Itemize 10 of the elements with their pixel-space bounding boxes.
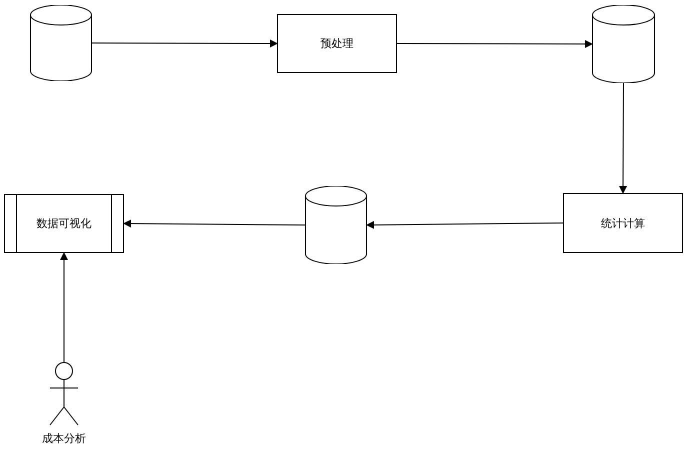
actor-label: 成本分析: [42, 431, 86, 446]
arrow: [60, 252, 68, 362]
arrow: [366, 220, 564, 229]
subprocess-box: 数据可视化: [4, 194, 124, 253]
process-box: 预处理: [277, 14, 397, 73]
arrow: [123, 220, 306, 228]
process-box: 统计计算: [563, 193, 683, 253]
arrow: [92, 39, 278, 48]
arrow: [396, 40, 593, 48]
arrow: [619, 82, 628, 194]
